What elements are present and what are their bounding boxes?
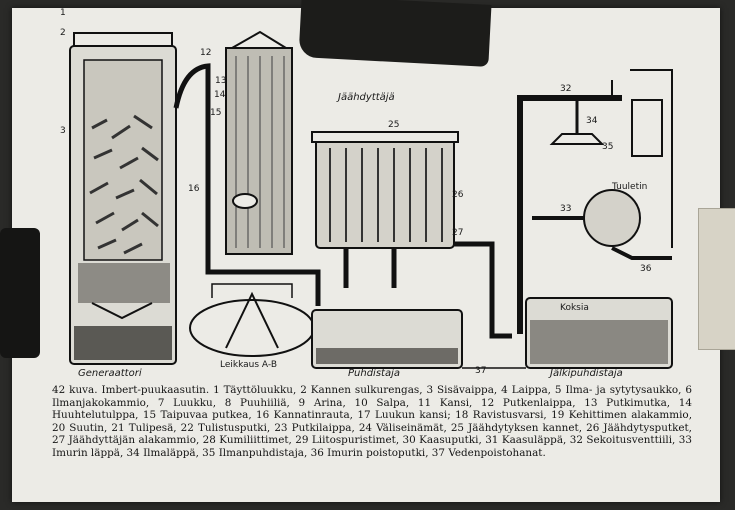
callout-27: 27	[452, 228, 464, 238]
callout-12: 12	[200, 48, 212, 58]
callout-32: 32	[560, 84, 572, 94]
cutaway-column	[225, 30, 293, 255]
callout-16: 16	[188, 184, 200, 194]
callout-26: 26	[452, 190, 464, 200]
callout-2: 2	[60, 28, 66, 38]
callout-14: 14	[214, 90, 226, 100]
gasifier-diagram	[69, 30, 673, 369]
callout-34: 34	[586, 116, 598, 126]
callout-37: 37	[475, 366, 487, 376]
label-koksia: Koksia	[560, 303, 589, 313]
callout-33: 33	[560, 204, 572, 214]
wood-block-right	[698, 208, 735, 350]
generator	[69, 32, 321, 365]
label-jaahdyttaja: Jäähdyttäjä	[338, 92, 395, 103]
label-jalkipuhdistaja: Jälkipuhdistaja	[550, 368, 623, 379]
callout-25: 25	[388, 120, 400, 130]
callout-1: 1	[60, 8, 66, 18]
callout-35: 35	[602, 142, 614, 152]
after-cleaner	[517, 69, 673, 369]
cleaner	[311, 309, 463, 369]
label-leikkaus: Leikkaus A-B	[220, 360, 277, 370]
callout-36: 36	[640, 264, 652, 274]
callout-3: 3	[60, 126, 66, 136]
blower	[532, 98, 672, 260]
figure-caption: 42 kuva. Imbert-puukaasutin. 1 Täyttöluu…	[52, 384, 692, 459]
callout-13: 13	[215, 76, 227, 86]
callout-15: 15	[210, 108, 222, 118]
label-puhdistaja: Puhdistaja	[348, 368, 400, 379]
label-tuuletin: Tuuletin	[612, 182, 648, 192]
label-generaattori: Generaattori	[78, 368, 142, 379]
wood-block-left	[0, 228, 40, 358]
section-ab	[189, 283, 315, 357]
cooler	[311, 131, 512, 339]
